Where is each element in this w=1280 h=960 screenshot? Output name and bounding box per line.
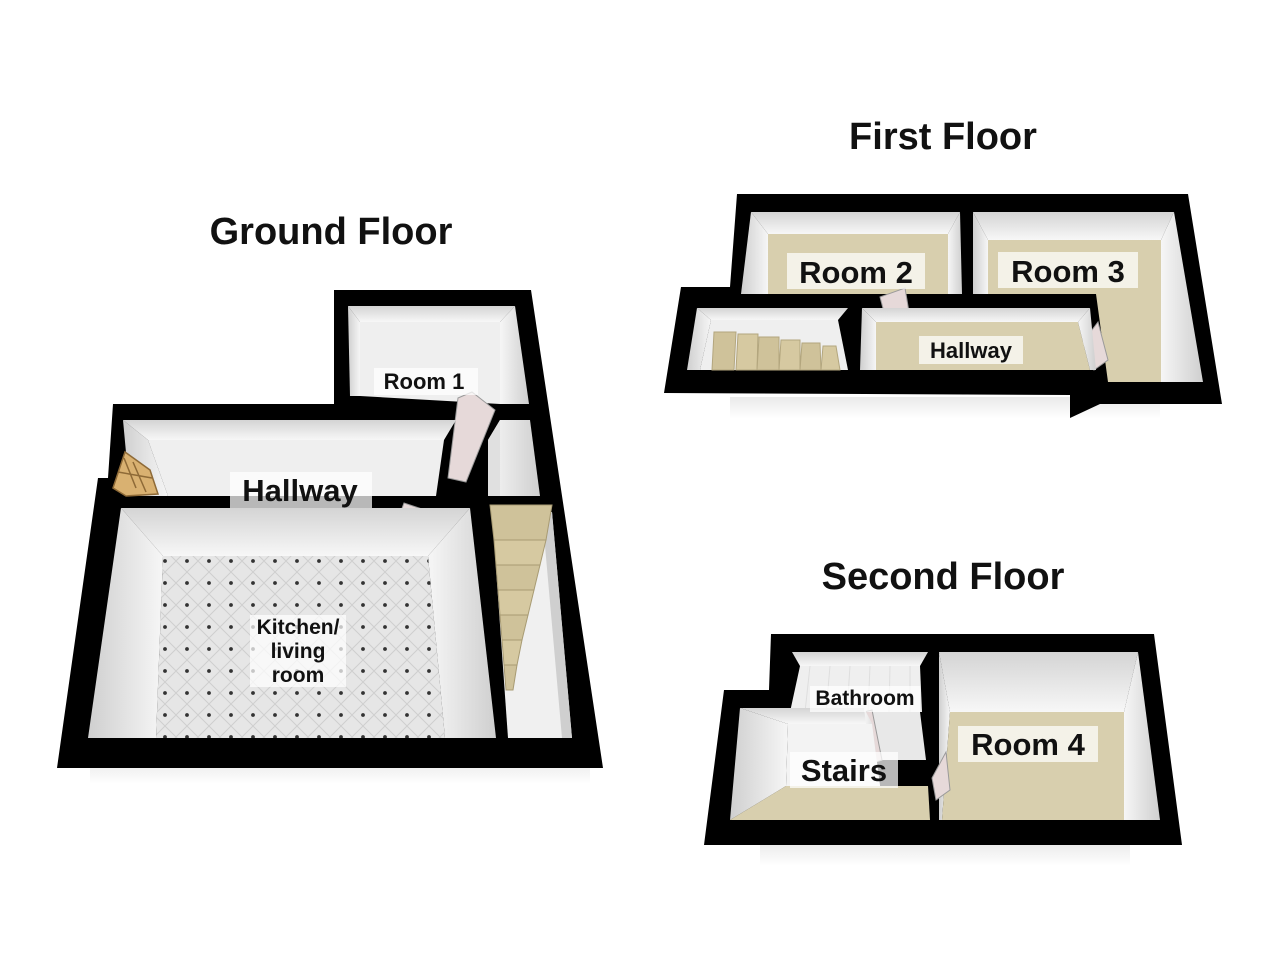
- second-floor-stairs-room: [730, 708, 930, 820]
- room-2-label: Room 2: [799, 255, 913, 290]
- first-floor-base-shadow: [730, 397, 1160, 419]
- kitchen-label-line2: living: [271, 640, 326, 663]
- front-door: [112, 450, 160, 497]
- ground-hallway-label: Hallway: [242, 473, 358, 508]
- room-3-label: Room 3: [1011, 254, 1125, 289]
- stairs-label: Stairs: [801, 753, 887, 788]
- first-floor-title: First Floor: [849, 116, 1037, 158]
- room-4-door: [931, 750, 951, 801]
- first-floor-stairs: [687, 308, 848, 371]
- room-4-label: Room 4: [971, 727, 1085, 762]
- kitchen-label-line1: Kitchen/: [257, 616, 340, 639]
- room-1-label: Room 1: [384, 369, 465, 394]
- kitchen-living-room: [88, 508, 496, 738]
- ground-floor-stairs: [489, 504, 572, 738]
- first-floor: First Floor: [664, 116, 1222, 419]
- bathroom-label: Bathroom: [815, 687, 914, 710]
- kitchen-label-line3: room: [272, 664, 325, 687]
- ground-floor: Ground Floor: [57, 211, 603, 784]
- ground-floor-title: Ground Floor: [210, 211, 453, 253]
- second-floor: Second Floor Ba: [704, 556, 1182, 866]
- second-floor-base-shadow: [760, 842, 1130, 866]
- first-hallway-label: Hallway: [930, 338, 1013, 363]
- second-floor-title: Second Floor: [822, 556, 1065, 598]
